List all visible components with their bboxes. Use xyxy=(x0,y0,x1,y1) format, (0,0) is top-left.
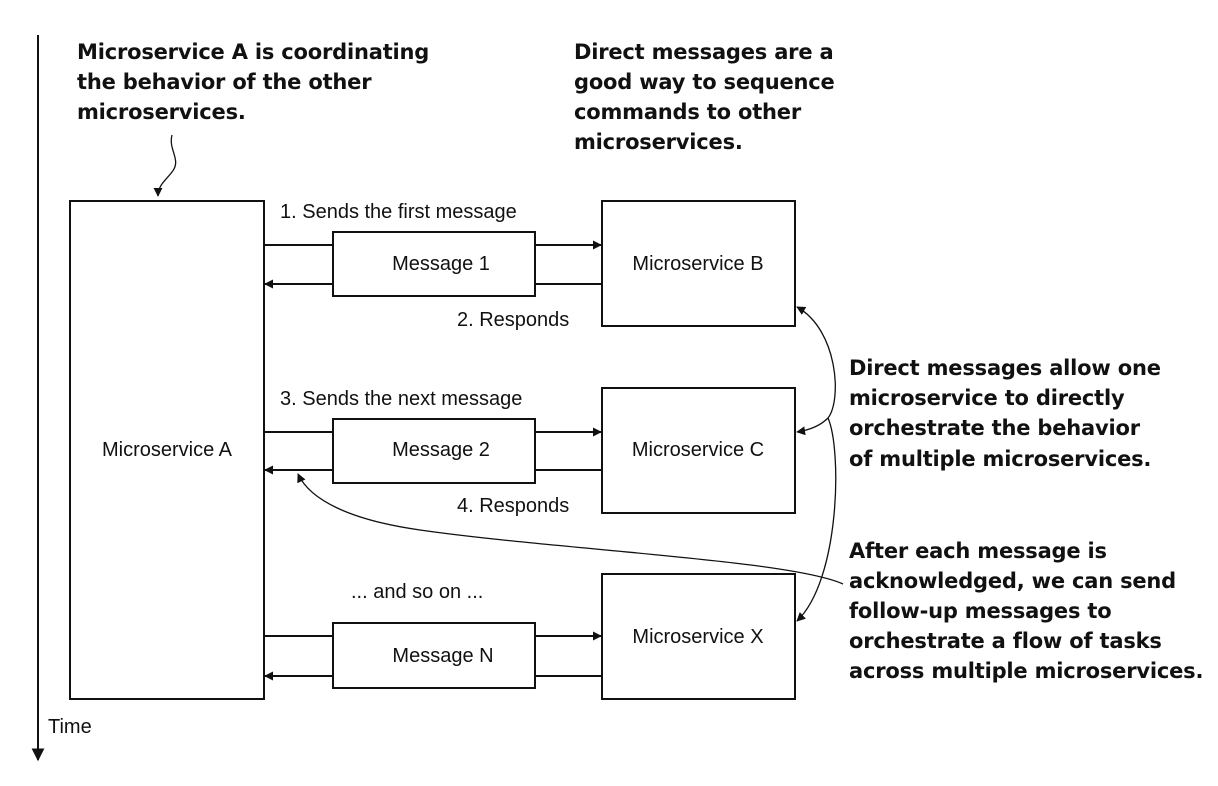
message-n-send-label: ... and so on ... xyxy=(351,581,483,603)
message-1-label: Message 1 xyxy=(392,253,490,275)
microservice-b-box xyxy=(601,200,796,327)
message-n-label: Message N xyxy=(392,645,493,667)
message-1-response-label: 2. Responds xyxy=(457,309,569,331)
follow-up-note: After each message is acknowledged, we c… xyxy=(849,539,1203,683)
orchestrate-pointer-b xyxy=(796,306,836,419)
message-2-box xyxy=(332,418,536,484)
coordinator-note: Microservice A is coordinating the behav… xyxy=(77,40,436,124)
microservice-c-label: Microservice C xyxy=(632,439,764,461)
message-n-box xyxy=(332,622,536,689)
time-axis-label: Time xyxy=(48,716,92,738)
microservice-x-label: Microservice X xyxy=(632,626,763,648)
orchestrate-pointer-c xyxy=(796,417,829,436)
message-2-response-label: 4. Responds xyxy=(457,495,569,517)
orchestrate-note: Direct messages allow one microservice t… xyxy=(849,356,1168,471)
microservice-a-box xyxy=(69,200,265,700)
message-2-label: Message 2 xyxy=(392,439,490,461)
microservice-c-box xyxy=(601,387,796,514)
message-1-box xyxy=(332,231,536,297)
microservice-x-box xyxy=(601,573,796,700)
microservice-b-label: Microservice B xyxy=(632,253,763,275)
follow-up-pointer xyxy=(297,473,844,585)
sequence-note: Direct messages are a good way to sequen… xyxy=(574,40,842,154)
message-1-send-label: 1. Sends the first message xyxy=(280,201,517,223)
microservice-a-label: Microservice A xyxy=(102,439,233,461)
coordinator-pointer xyxy=(153,134,177,197)
message-2-send-label: 3. Sends the next message xyxy=(280,388,522,410)
orchestrate-pointer-x xyxy=(796,417,837,622)
